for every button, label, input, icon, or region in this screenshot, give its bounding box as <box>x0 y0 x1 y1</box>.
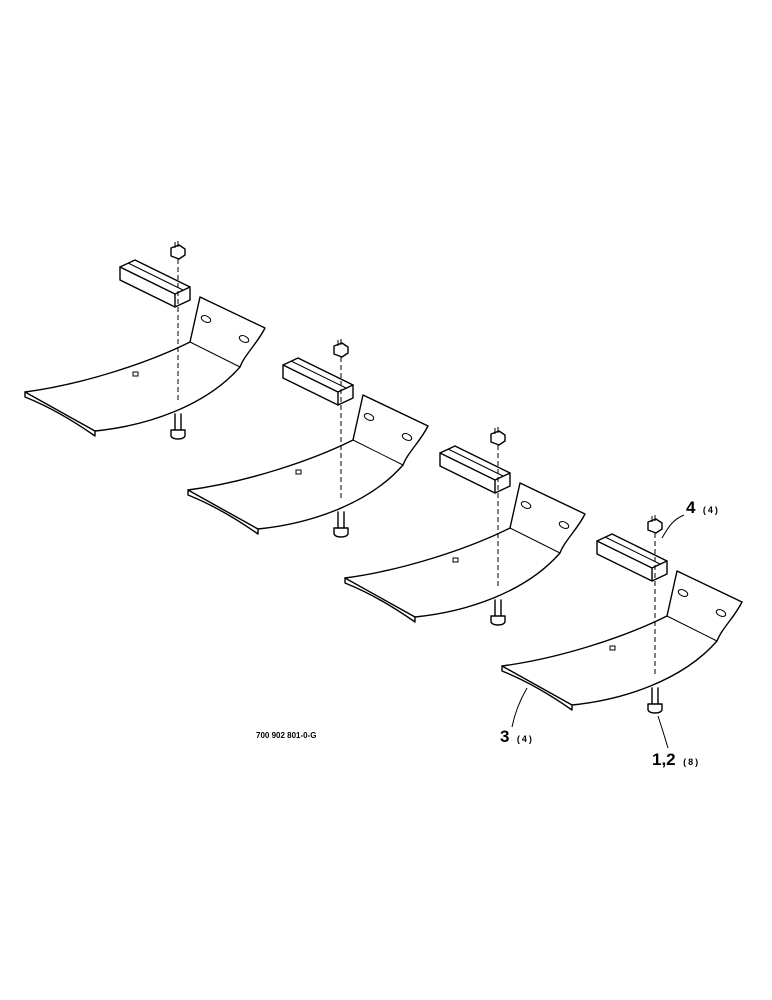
leader-line-item-4 <box>661 514 685 539</box>
callout-item-1-2: 1,2 (8) <box>652 750 700 769</box>
callout-item-4: 4 (4) <box>686 498 720 517</box>
leader-line-item-3 <box>511 687 528 728</box>
leader-line-item-1-2 <box>657 715 669 749</box>
shoe-assembly-1 <box>24 240 266 440</box>
drawing-number: 700 902 801-0-G <box>256 731 317 740</box>
callout-item-3: 3 (4) <box>500 727 534 746</box>
